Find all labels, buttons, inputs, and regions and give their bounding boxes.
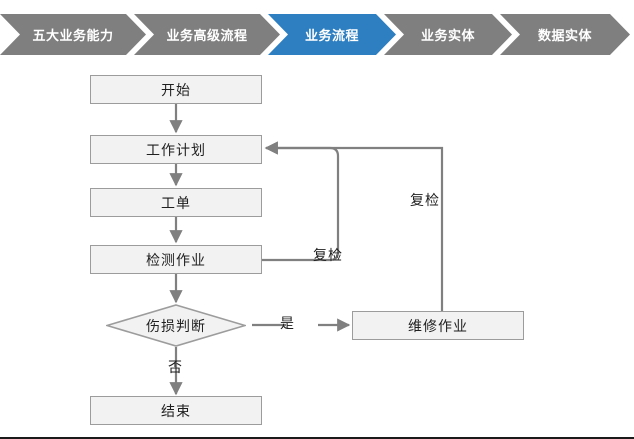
edge-label-recheck-outer-text: 复检 <box>410 192 440 208</box>
diamond-shape-icon <box>106 304 246 347</box>
flow-node-start-label: 开始 <box>161 81 191 98</box>
breadcrumb-item-4[interactable]: 数据实体 <box>500 14 630 55</box>
breadcrumb: 五大业务能力 业务高级流程 业务流程 业务实体 数据实体 <box>0 14 634 55</box>
breadcrumb-item-2-label: 业务流程 <box>304 28 359 43</box>
breadcrumb-item-3-label: 业务实体 <box>420 28 475 43</box>
breadcrumb-item-1-label: 业务高级流程 <box>166 28 248 43</box>
breadcrumb-item-3[interactable]: 业务实体 <box>384 14 512 55</box>
flow-node-end[interactable]: 结束 <box>90 396 262 425</box>
flowchart: 开始 工作计划 工单 检测作业 维修作业 结束 伤损判断 复检 复检 <box>0 55 634 437</box>
breadcrumb-item-0-label: 五大业务能力 <box>32 28 114 43</box>
flow-node-start[interactable]: 开始 <box>90 75 262 104</box>
flow-connectors <box>169 104 444 396</box>
flow-node-end-label: 结束 <box>161 402 191 419</box>
flow-node-work-plan-label: 工作计划 <box>146 141 206 158</box>
flow-node-repair[interactable]: 维修作业 <box>352 311 524 340</box>
breadcrumb-item-0[interactable]: 五大业务能力 <box>0 14 146 55</box>
flow-decision-damage-check-label: 伤损判断 <box>146 317 206 334</box>
breadcrumb-item-2[interactable]: 业务流程 <box>268 14 396 55</box>
flow-node-work-plan[interactable]: 工作计划 <box>90 135 262 164</box>
flow-node-inspection-label: 检测作业 <box>146 251 206 268</box>
edge-label-branch-yes: 是 <box>280 313 295 333</box>
flow-node-repair-label: 维修作业 <box>408 317 468 334</box>
edge-label-branch-no-text: 否 <box>168 359 183 375</box>
edge-label-recheck-outer: 复检 <box>410 190 440 210</box>
edge-label-branch-yes-text: 是 <box>280 315 295 331</box>
flow-node-inspection[interactable]: 检测作业 <box>90 245 262 274</box>
edge-label-branch-no: 否 <box>168 357 183 377</box>
flow-decision-damage-check[interactable]: 伤损判断 <box>106 304 246 347</box>
breadcrumb-item-4-label: 数据实体 <box>537 28 592 43</box>
flow-node-work-order-label: 工单 <box>161 194 191 211</box>
flow-node-work-order[interactable]: 工单 <box>90 188 262 217</box>
edge-label-recheck-inner-text: 复检 <box>313 247 343 263</box>
breadcrumb-item-1[interactable]: 业务高级流程 <box>134 14 280 55</box>
edge-label-recheck-inner: 复检 <box>313 245 343 265</box>
